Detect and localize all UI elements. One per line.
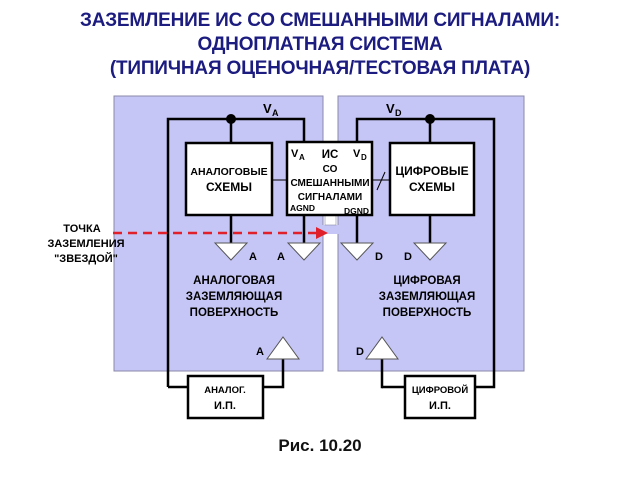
ic-agnd-label: AGND [290,203,315,213]
digital-supply-ground-label: D [356,346,364,358]
ic-va-sub: A [299,153,305,162]
ic-vd-sub: D [361,153,367,162]
analog-supply-ground-symbol [266,336,300,360]
title-line-2: ОДНОПЛАТНАЯ СИСТЕМА [197,34,443,55]
analog-plane-label-3: ПОВЕРХНОСТЬ [190,307,279,319]
digital-plane-label-1: ЦИФРОВАЯ [393,275,460,287]
analog-power-supply-box [186,374,265,420]
digital-circuits-box [388,141,476,217]
va-rail-label: V [263,101,272,116]
analog-supply-label-2: И.П. [214,400,236,412]
analog-supply-label-1: АНАЛОГ. [204,385,246,396]
ic-va-label: V [291,148,299,160]
gap-notch-top [324,214,337,226]
figure-caption: Рис. 10.20 [278,436,362,455]
vd-rail-sub: D [395,108,402,118]
analog-rail-junction-dot [226,114,236,124]
digital-plane-label-2: ЗАЗЕМЛЯЮЩАЯ [379,291,475,303]
ic-label-line-1: ИС [322,149,339,161]
ic-vd-label: V [353,148,361,160]
digital-ground-symbol-2 [412,242,448,261]
ic-dgnd-label: DGND [344,206,369,216]
analog-ground-symbol-2 [286,242,322,261]
digital-supply-label-1: ЦИФРОВОЙ [412,384,468,396]
va-rail-sub: A [272,108,279,118]
digital-ground-label-1: D [375,251,383,263]
digital-supply-label-2: И.П. [429,400,451,412]
vd-rail-label: V [386,101,395,116]
title-line-3: (ТИПИЧНАЯ ОЦЕНОЧНАЯ/ТЕСТОВАЯ ПЛАТА) [109,58,531,79]
analog-ground-symbol-1 [213,242,249,261]
digital-power-supply-box [403,374,477,420]
analog-circuits-label-1: АНАЛОГОВЫЕ [190,166,267,178]
analog-circuits-label-2: СХЕМЫ [206,180,252,194]
digital-circuits-label-1: ЦИФРОВЫЕ [395,164,468,178]
title-line-1: ЗАЗЕМЛЕНИЕ ИС СО СМЕШАННЫМИ СИГНАЛАМИ: [80,10,560,31]
digital-rail-junction-dot [425,114,435,124]
digital-ground-symbol-1 [339,242,375,261]
ic-label-line-4: СИГНАЛАМИ [298,192,362,203]
analog-supply-ground-label: A [256,346,264,358]
star-point-label-3: "ЗВЕЗДОЙ" [54,252,118,265]
digital-ground-label-2: D [404,251,412,263]
mixed-signal-ic-box [285,140,374,217]
ic-label-line-3: СМЕШАННЫМИ [290,178,369,189]
star-ground-bridge [322,225,339,234]
digital-plane-label-3: ПОВЕРХНОСТЬ [383,307,472,319]
analog-ground-label-2: A [277,251,285,263]
ic-label-line-2: СО [323,164,338,175]
analog-plane-label-2: ЗАЗЕМЛЯЮЩАЯ [186,291,282,303]
star-point-label-2: ЗАЗЕМЛЕНИЯ [47,238,124,250]
digital-supply-ground-symbol [365,336,399,360]
star-point-label-1: ТОЧКА [63,223,100,235]
digital-circuits-label-2: СХЕМЫ [409,180,455,194]
analog-ground-label-1: A [249,251,257,263]
analog-circuits-box [184,141,274,217]
analog-plane-label-1: АНАЛОГОВАЯ [193,275,275,287]
star-point-arrowhead-icon [316,227,328,239]
